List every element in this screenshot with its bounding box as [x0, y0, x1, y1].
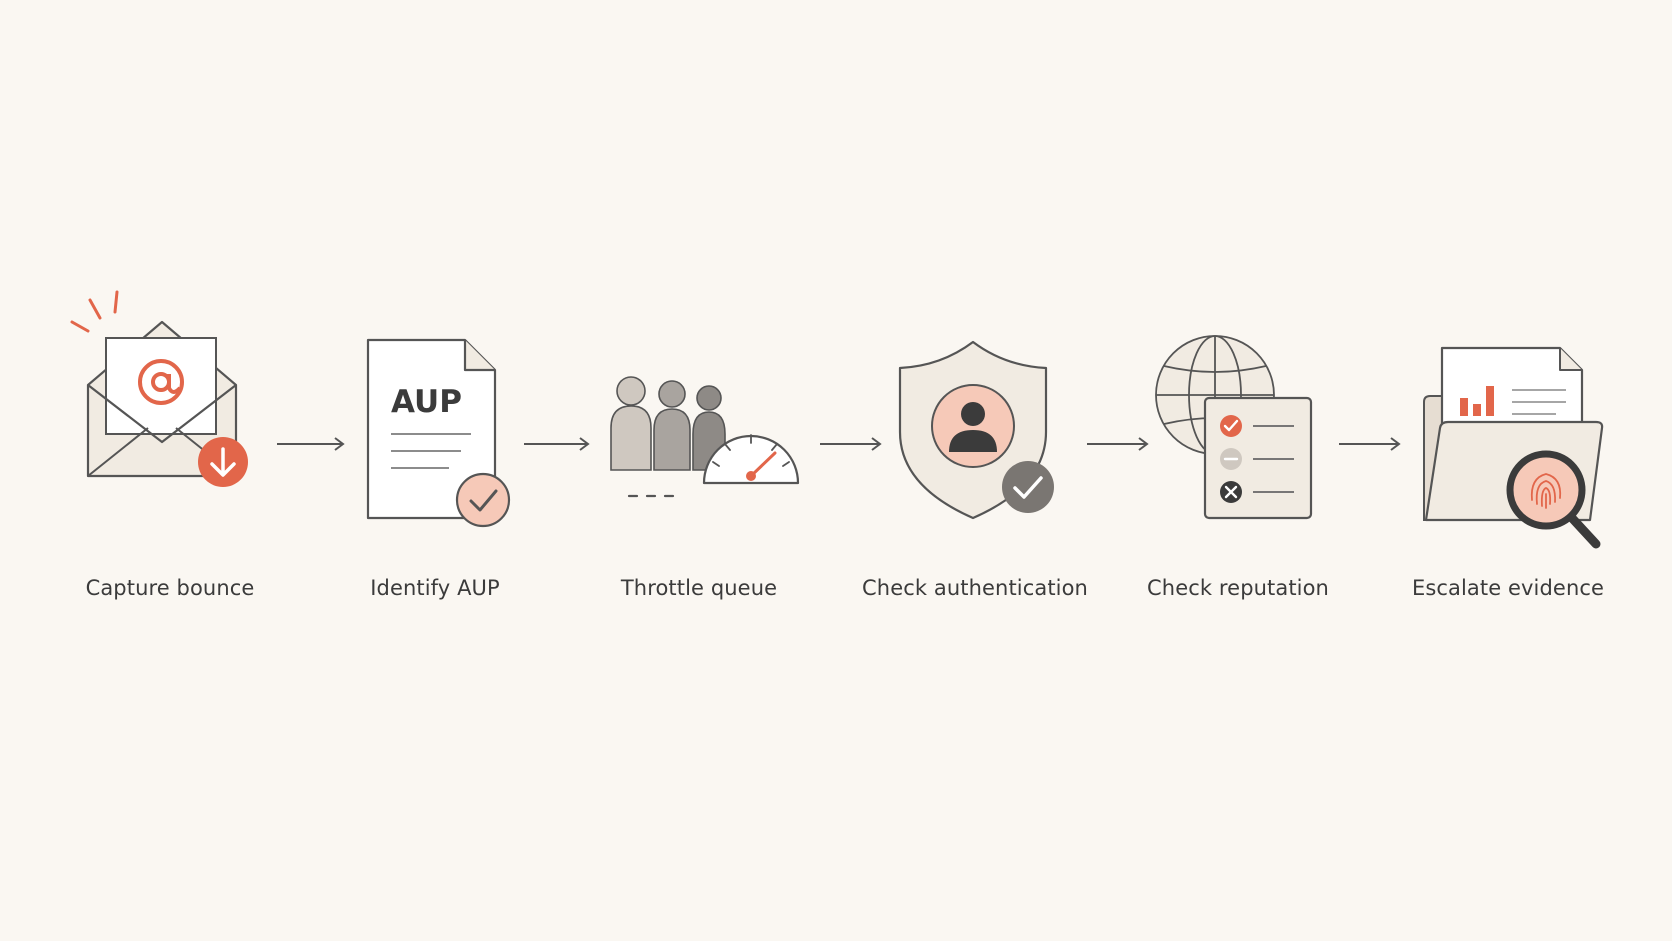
arrow-right-icon	[522, 436, 594, 452]
user-icon	[949, 402, 997, 452]
evidence-folder-icon	[1423, 346, 1604, 549]
step-check-reputation: Check reputation	[1088, 300, 1388, 620]
aup-document-icon: AUP	[366, 338, 511, 528]
check-badge-icon	[455, 472, 511, 528]
magnifier-fingerprint-icon	[1506, 450, 1601, 549]
step-throttle-queue: Throttle queue	[549, 300, 849, 620]
document-title: AUP	[391, 384, 462, 420]
step-check-authentication: Check authentication	[825, 300, 1125, 620]
arrow-right-icon	[1337, 436, 1409, 452]
globe-checklist-icon	[1155, 335, 1313, 520]
arrow-right-icon	[818, 436, 890, 452]
shield-user-icon	[898, 340, 1054, 520]
step-label: Throttle queue	[620, 576, 778, 600]
step-escalate-evidence: Escalate evidence	[1358, 300, 1658, 620]
at-sign-icon	[138, 359, 184, 405]
step-label: Escalate evidence	[1411, 576, 1605, 600]
arrow-right-icon	[275, 436, 347, 452]
step-identify-aup: AUP Identify AUP	[285, 300, 585, 620]
throttle-queue-icon	[610, 376, 800, 498]
alert-rays-icon	[70, 290, 119, 333]
speedometer-icon	[702, 434, 800, 485]
download-badge-icon	[198, 437, 248, 487]
envelope-bounce-icon	[70, 290, 248, 487]
checklist-icon	[1220, 415, 1294, 503]
step-label: Identify AUP	[370, 576, 500, 600]
step-label: Capture bounce	[85, 576, 255, 600]
check-badge-icon	[1002, 461, 1054, 513]
step-label: Check reputation	[1147, 576, 1329, 600]
step-label: Check authentication	[862, 576, 1088, 600]
people-queue-icon	[610, 376, 726, 471]
arrow-right-icon	[1085, 436, 1157, 452]
step-capture-bounce: Capture bounce	[20, 290, 320, 620]
